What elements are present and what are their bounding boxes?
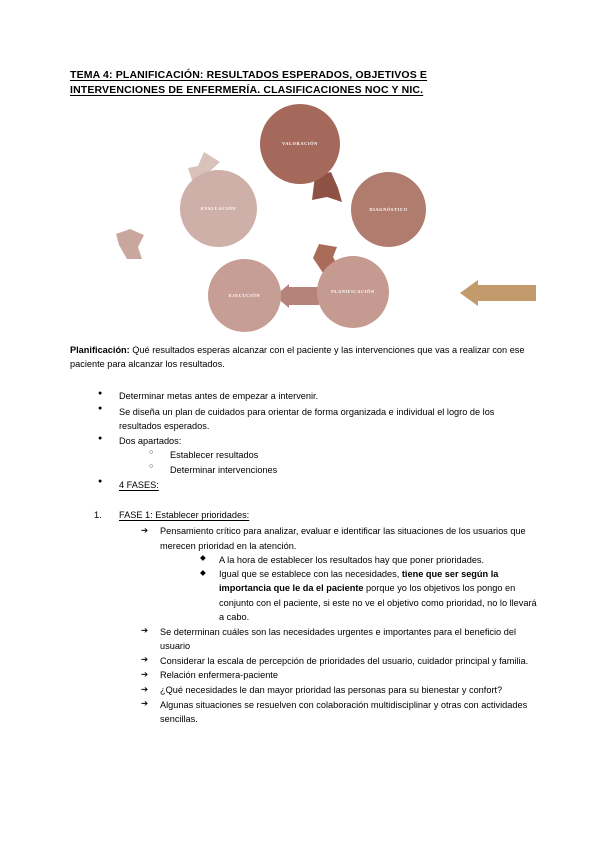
sub-bullet-list: Establecer resultados Determinar interve… [119, 448, 538, 477]
list-item: Se determinan cuáles son las necesidades… [141, 624, 538, 654]
page-title-line-2: INTERVENCIONES DE ENFERMERÍA. CLASIFICAC… [70, 83, 424, 96]
bullet-text-3: Dos apartados: [119, 436, 182, 447]
arrow-planificacion-to-ejecucion-icon [275, 283, 319, 308]
phase-1-arrow-text-1: Pensamiento crítico para analizar, evalu… [160, 526, 526, 551]
nursing-process-diagram: VALORACIÓN DIAGNÓSTICO PLANIFICACIÓN EJE… [70, 103, 536, 332]
phase-1-arrow-list: Pensamiento crítico para analizar, evalu… [119, 524, 538, 726]
phase-1-arrow-text-3: Considerar la escala de percepción de pr… [160, 655, 529, 666]
bullet-text-4: 4 FASES: [119, 479, 159, 490]
bullet-text-2: Se diseña un plan de cuidados para orien… [119, 406, 495, 431]
list-item: Dos apartados: Establecer resultados Det… [98, 434, 538, 477]
list-item: Considerar la escala de percepción de pr… [141, 653, 538, 668]
phase-1-arrow-text-5: ¿Qué necesidades le dan mayor prioridad … [160, 685, 503, 696]
main-bullet-list: Determinar metas antes de empezar a inte… [70, 389, 538, 492]
phase-1-diamond-text-1: A la hora de establecer los resultados h… [219, 554, 485, 565]
phase-list: FASE 1: Establecer prioridades: Pensamie… [70, 508, 538, 726]
list-item: Algunas situaciones se resuelven con col… [141, 697, 538, 727]
intro-label: Planificación: [70, 344, 130, 355]
diagram-node-evaluacion-label: EVALUACIÓN [200, 205, 237, 211]
phase-1-heading: FASE 1: Establecer prioridades: [119, 510, 250, 521]
phase-1-diamond-text-2-bold: tiene que ser según la importancia que l… [219, 569, 499, 594]
list-item: 4 FASES: [98, 477, 538, 492]
diagram-node-diagnostico-label: DIAGNÓSTICO [369, 206, 408, 212]
diagram-node-valoracion-label: VALORACIÓN [282, 141, 318, 147]
phase-1-diamond-text-2a: Igual que se establece con las necesidad… [219, 569, 402, 580]
list-item: ¿Qué necesidades le dan mayor prioridad … [141, 683, 538, 697]
list-item: Igual que se establece con las necesidad… [200, 567, 538, 624]
phase-1-diamond-list: A la hora de establecer los resultados h… [160, 552, 538, 624]
arrow-entrada-planificacion-icon [460, 279, 536, 306]
arrow-ejecucion-to-evaluacion-icon [116, 228, 146, 259]
diagram-node-ejecucion-label: EJECUCIÓN [228, 292, 261, 298]
phase-1-arrow-text-2: Se determinan cuáles son las necesidades… [160, 626, 516, 651]
list-item: Establecer resultados [149, 448, 538, 462]
arrow-valoracion-to-diagnostico-icon [312, 171, 342, 204]
sub-bullet-text-2: Determinar intervenciones [170, 464, 278, 475]
diagram-node-planificacion-label: PLANIFICACIÓN [331, 289, 375, 295]
list-item: Se diseña un plan de cuidados para orien… [98, 404, 538, 434]
phase-1-arrow-text-4: Relación enfermera-paciente [160, 670, 278, 681]
phase-1-arrow-text-6: Algunas situaciones se resuelven con col… [160, 699, 528, 725]
intro-paragraph: Planificación: Qué resultados esperas al… [70, 343, 538, 372]
list-item: Pensamiento crítico para analizar, evalu… [141, 524, 538, 624]
list-item: Relación enfermera-paciente [141, 668, 538, 682]
diagram-node-ejecucion: EJECUCIÓN [208, 258, 281, 332]
sub-bullet-text-1: Establecer resultados [170, 450, 259, 461]
intro-text: Qué resultados esperas alcanzar con el p… [70, 344, 525, 370]
diagram-node-evaluacion: EVALUACIÓN [180, 169, 257, 247]
diagram-node-valoracion: VALORACIÓN [260, 103, 340, 184]
page-title-line-1: TEMA 4: PLANIFICACIÓN: RESULTADOS ESPERA… [70, 69, 428, 81]
diagram-node-planificacion: PLANIFICACIÓN [317, 255, 389, 328]
list-item: A la hora de establecer los resultados h… [200, 552, 538, 567]
phase-1-diamond-text-2b: porque yo los objetivos los pongo en con… [219, 583, 537, 622]
diagram-node-diagnostico: DIAGNÓSTICO [351, 171, 426, 247]
list-item: Determinar metas antes de empezar a inte… [98, 389, 538, 403]
list-item: Determinar intervenciones [149, 462, 538, 477]
page-title: TEMA 4: PLANIFICACIÓN: RESULTADOS ESPERA… [70, 68, 538, 98]
bullet-text-1: Determinar metas antes de empezar a inte… [119, 391, 319, 402]
phase-item-1: FASE 1: Establecer prioridades: Pensamie… [94, 508, 538, 726]
